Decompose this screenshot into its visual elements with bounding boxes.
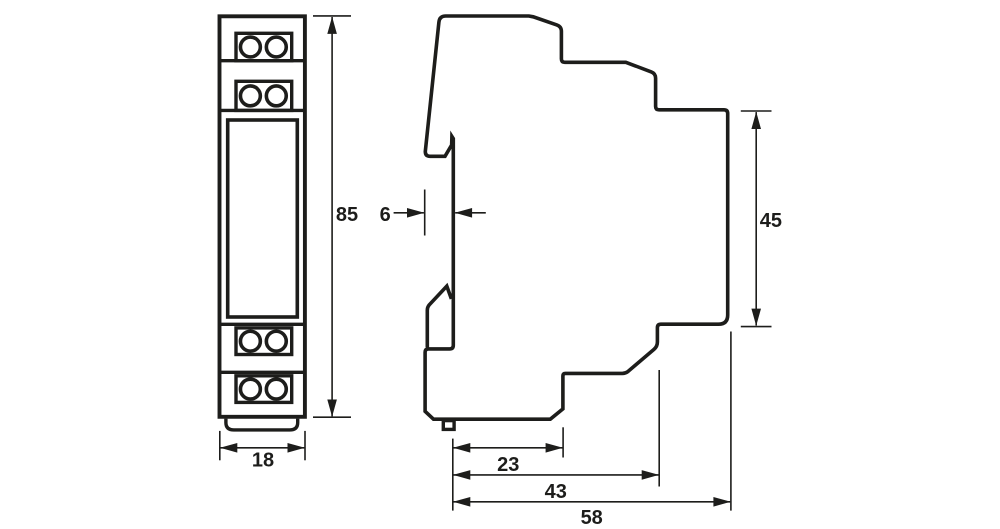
front-foot: [224, 418, 300, 432]
dim-45-arrow-down: [751, 308, 761, 326]
dimension-45: 45: [740, 110, 782, 328]
dimension-depths: 23 43 58: [451, 331, 732, 529]
side-view: [423, 14, 730, 432]
dim-45-arrow-up: [751, 111, 761, 129]
terminal-block-frame: [234, 374, 294, 405]
dimension-58: 58: [453, 331, 732, 529]
dimension-85: 85: [313, 15, 358, 419]
dim-6-arrow-right: [407, 208, 425, 218]
terminal-screw: [238, 84, 263, 108]
terminal-block-bottom-2: [234, 374, 294, 405]
side-body-outline: [423, 14, 730, 421]
dim-18-label: 18: [252, 449, 274, 471]
dim-85-label: 85: [336, 204, 358, 226]
dim-58-label: 58: [581, 507, 603, 529]
dimension-43: 43: [453, 370, 661, 503]
terminal-screw: [238, 329, 263, 353]
terminal-block-bottom-1: [234, 326, 294, 357]
dim-23-arrow-left: [453, 443, 471, 453]
dim-18-arrow-left: [220, 443, 238, 453]
dimension-18: 18: [219, 430, 306, 471]
terminal-block-top-2: [234, 79, 294, 113]
terminal-block-frame: [234, 326, 294, 357]
dim-23-label: 23: [497, 454, 519, 476]
terminal-screw: [264, 84, 289, 108]
dim-85-arrow-up: [327, 16, 337, 34]
terminal-block-frame: [234, 79, 294, 113]
terminal-screw: [264, 35, 289, 59]
dim-6-label: 6: [380, 204, 391, 226]
dim-43-arrow-right: [641, 470, 659, 480]
dimension-23: 23: [453, 427, 564, 476]
side-rail-clip: [425, 282, 454, 348]
front-view: [217, 14, 307, 432]
dim-23-arrow-right: [545, 443, 563, 453]
dim-43-arrow-left: [453, 470, 471, 480]
terminal-block-frame: [234, 31, 294, 63]
dim-58-arrow-left: [453, 497, 471, 507]
dim-18-arrow-right: [287, 443, 305, 453]
terminal-screw: [264, 329, 289, 353]
terminal-screw: [238, 377, 263, 401]
terminal-block-top-1: [234, 31, 294, 63]
side-release-tab: [441, 418, 456, 432]
terminal-screw: [238, 35, 263, 59]
dim-58-arrow-right: [713, 497, 731, 507]
dim-45-label: 45: [760, 210, 782, 232]
terminal-screw: [264, 377, 289, 401]
dimension-6: 6: [380, 189, 486, 236]
dim-85-arrow-down: [327, 399, 337, 417]
dim-43-label: 43: [545, 481, 567, 503]
dim-6-arrow-left: [454, 208, 473, 218]
front-body-outline: [217, 14, 307, 419]
front-face-panel: [225, 118, 300, 319]
